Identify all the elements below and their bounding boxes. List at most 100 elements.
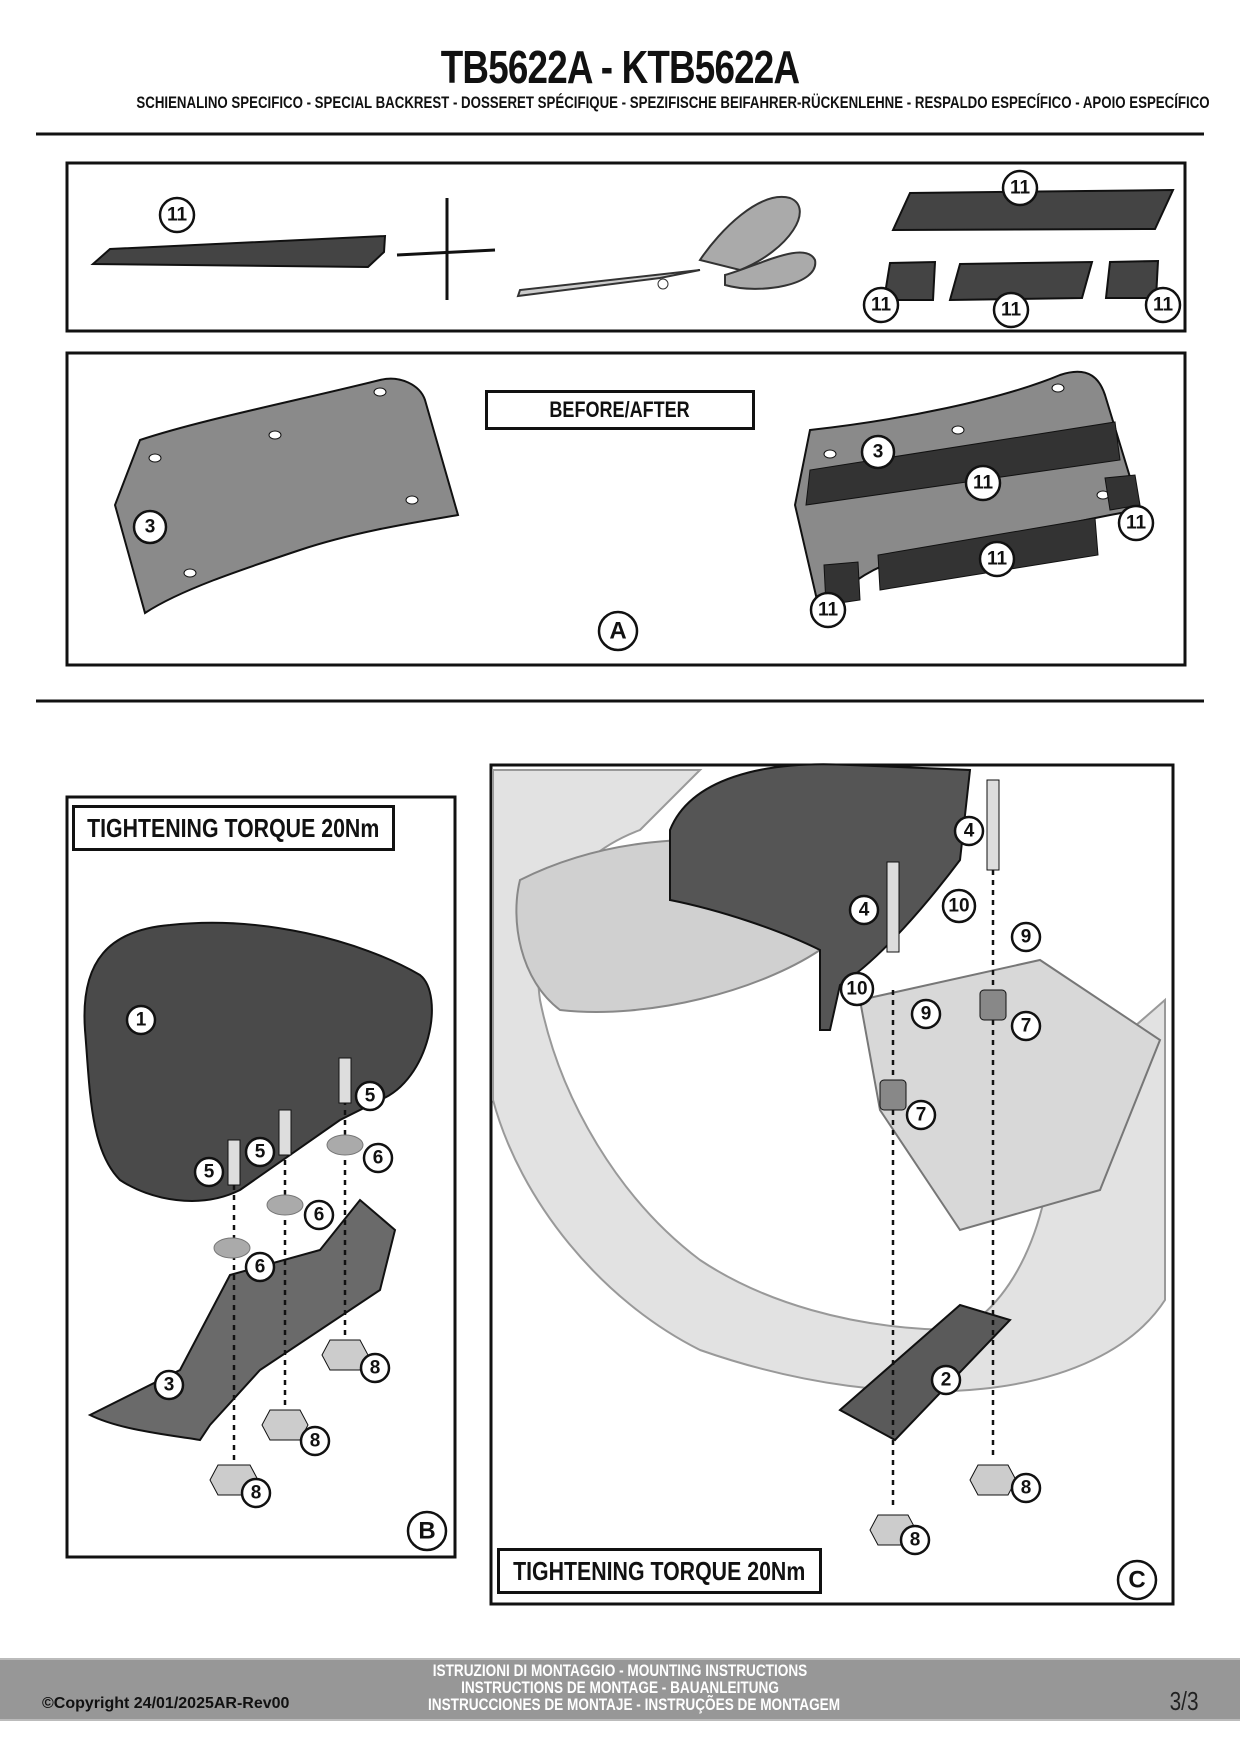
callout-7: 7 xyxy=(905,1099,937,1131)
spacers xyxy=(879,989,1007,1111)
svg-text:8: 8 xyxy=(370,1358,381,1379)
adhesive-strip-piece xyxy=(948,260,1094,302)
callout-1: 1 xyxy=(125,1004,157,1036)
callout-10: 10 xyxy=(941,888,977,924)
svg-text:6: 6 xyxy=(373,1148,384,1169)
callout-6: 6 xyxy=(244,1251,276,1283)
plus-icon xyxy=(396,198,496,300)
callout-3: 3 xyxy=(153,1369,185,1401)
svg-text:B: B xyxy=(418,1518,435,1545)
step-label-b: B xyxy=(406,1510,448,1552)
adhesive-strip-applied xyxy=(1104,474,1141,511)
svg-text:3: 3 xyxy=(873,442,884,463)
callout-11: 11 xyxy=(964,464,1002,502)
callout-8: 8 xyxy=(899,1524,931,1556)
panel-c-vehicle-mounting: 4 4 10 9 10 9 7 7 2 8 8 C xyxy=(489,763,1175,1606)
callout-8: 8 xyxy=(1010,1472,1042,1504)
svg-text:2: 2 xyxy=(941,1370,952,1391)
callout-9: 9 xyxy=(1010,921,1042,953)
backrest-plate xyxy=(87,1198,397,1442)
svg-text:8: 8 xyxy=(251,1483,262,1504)
callout-11: 11 xyxy=(1117,504,1155,542)
callout-3: 3 xyxy=(860,434,896,470)
torque-label-c: TIGHTENING TORQUE 20Nm xyxy=(497,1548,822,1594)
svg-text:11: 11 xyxy=(1010,178,1031,199)
adhesive-strip-long xyxy=(891,188,1175,232)
callout-4: 4 xyxy=(953,815,985,847)
document-subtitle: SCHIENALINO SPECIFICO - SPECIAL BACKREST… xyxy=(136,93,1210,112)
svg-text:10: 10 xyxy=(948,896,969,917)
nuts xyxy=(209,1339,369,1496)
svg-text:7: 7 xyxy=(1021,1016,1032,1037)
scissors-icon xyxy=(516,195,817,298)
callout-11: 11 xyxy=(992,291,1030,329)
svg-text:3: 3 xyxy=(164,1375,175,1396)
adhesive-strip-piece xyxy=(1104,259,1160,299)
svg-text:11: 11 xyxy=(1001,300,1022,321)
svg-text:3: 3 xyxy=(145,517,156,538)
page-number: 3/3 xyxy=(1169,1686,1199,1716)
callout-8: 8 xyxy=(359,1352,391,1384)
callout-2: 2 xyxy=(930,1364,962,1396)
callout-5: 5 xyxy=(354,1080,386,1112)
callout-11: 11 xyxy=(158,196,196,234)
adhesive-strip xyxy=(90,234,387,269)
adhesive-strip-applied xyxy=(805,421,1121,506)
svg-text:6: 6 xyxy=(314,1205,325,1226)
instructions-line: ISTRUZIONI DI MONTAGGIO - MOUNTING INSTR… xyxy=(432,1661,808,1680)
svg-text:4: 4 xyxy=(964,821,975,842)
panel-cut-pad: 11 11 11 11 11 xyxy=(65,161,1187,333)
svg-text:11: 11 xyxy=(871,295,892,316)
svg-text:11: 11 xyxy=(167,205,188,226)
callout-7: 7 xyxy=(1010,1010,1042,1042)
svg-text:9: 9 xyxy=(921,1004,932,1025)
callout-5: 5 xyxy=(244,1136,276,1168)
svg-text:8: 8 xyxy=(1021,1478,1032,1499)
svg-text:11: 11 xyxy=(818,600,839,621)
callout-6: 6 xyxy=(362,1142,394,1174)
svg-text:5: 5 xyxy=(255,1142,266,1163)
nuts xyxy=(869,1464,1017,1546)
svg-text:A: A xyxy=(609,618,626,645)
callout-11: 11 xyxy=(809,591,847,629)
footer-bar: ©Copyright 24/01/2025AR-Rev00 ISTRUZIONI… xyxy=(0,1658,1240,1721)
svg-text:11: 11 xyxy=(1126,513,1147,534)
callout-11: 11 xyxy=(1001,169,1039,207)
callout-11: 11 xyxy=(978,540,1016,578)
svg-text:11: 11 xyxy=(987,549,1008,570)
callout-9: 9 xyxy=(910,998,942,1030)
svg-text:11: 11 xyxy=(973,473,994,494)
svg-text:10: 10 xyxy=(846,979,867,1000)
bolts xyxy=(227,1057,352,1186)
panel-a-before-after: 3 3 11 11 11 11 A xyxy=(65,351,1187,667)
callout-5: 5 xyxy=(193,1156,225,1188)
assembly-guides xyxy=(891,870,995,1510)
svg-text:8: 8 xyxy=(910,1530,921,1551)
svg-text:C: C xyxy=(1128,1567,1145,1594)
document-title: TB5622A - KTB5622A xyxy=(440,41,800,93)
torque-label-b: TIGHTENING TORQUE 20Nm xyxy=(72,805,395,851)
svg-text:4: 4 xyxy=(859,900,870,921)
backrest-plate-before xyxy=(113,377,460,615)
rear-rack xyxy=(858,958,1162,1232)
panel-b-backrest-assembly: 1 5 5 5 6 6 6 3 8 8 8 B xyxy=(65,795,457,1559)
svg-text:11: 11 xyxy=(1153,295,1174,316)
svg-text:5: 5 xyxy=(204,1162,215,1183)
before-after-label: BEFORE/AFTER xyxy=(485,390,755,430)
assembly-guides xyxy=(232,1080,347,1470)
callout-3: 3 xyxy=(132,509,168,545)
adhesive-strip-piece xyxy=(882,260,937,301)
svg-text:6: 6 xyxy=(255,1257,266,1278)
instructions-line: INSTRUCCIONES DE MONTAJE - INSTRUÇÕES DE… xyxy=(428,1695,841,1714)
step-label-c: C xyxy=(1116,1559,1158,1601)
callout-6: 6 xyxy=(303,1199,335,1231)
callout-11: 11 xyxy=(1144,286,1182,324)
svg-text:8: 8 xyxy=(310,1431,321,1452)
svg-text:1: 1 xyxy=(136,1010,147,1031)
svg-text:5: 5 xyxy=(365,1086,376,1107)
callout-8: 8 xyxy=(299,1425,331,1457)
scooter-body xyxy=(492,769,1166,1393)
washers xyxy=(213,1134,364,1259)
callout-10: 10 xyxy=(839,971,875,1007)
